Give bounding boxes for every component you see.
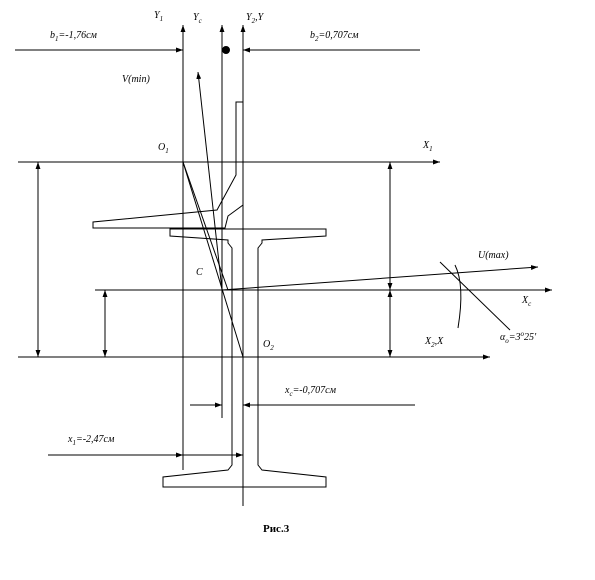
axis-u-max — [221, 265, 539, 291]
center-point-top — [222, 46, 230, 54]
label-b2: b2=0,707см — [310, 30, 359, 43]
label-xc-dim: xc=-0,707см — [284, 385, 337, 398]
label-c: C — [196, 267, 203, 278]
label-alpha: αo=3o25′ — [500, 330, 537, 345]
i-beam-section — [162, 228, 327, 488]
label-x2-x: X2,X — [424, 336, 444, 349]
label-y2-y: Y2,Y — [246, 12, 265, 25]
label-o1: O1 — [158, 142, 169, 155]
label-x1-axis: X1 — [422, 140, 433, 153]
figure-caption: Рис.3 — [263, 523, 290, 535]
angle-arc — [454, 264, 462, 329]
label-x1-dim: x1=-2,47см — [67, 434, 115, 447]
axis-v-min — [196, 71, 223, 291]
label-y1: Y1 — [154, 10, 163, 23]
label-o2: O2 — [263, 339, 274, 352]
line-o1-c — [182, 161, 229, 291]
label-yc: Yc — [193, 12, 203, 25]
label-b1: b1=-1,76см — [50, 30, 98, 43]
angle-section — [92, 101, 244, 229]
line-o1-o2 — [182, 161, 244, 358]
alpha-leader — [439, 261, 511, 331]
label-xc-axis: Xc — [521, 295, 532, 308]
label-v-min: V(min) — [122, 74, 150, 85]
label-u-max: U(max) — [478, 250, 509, 261]
